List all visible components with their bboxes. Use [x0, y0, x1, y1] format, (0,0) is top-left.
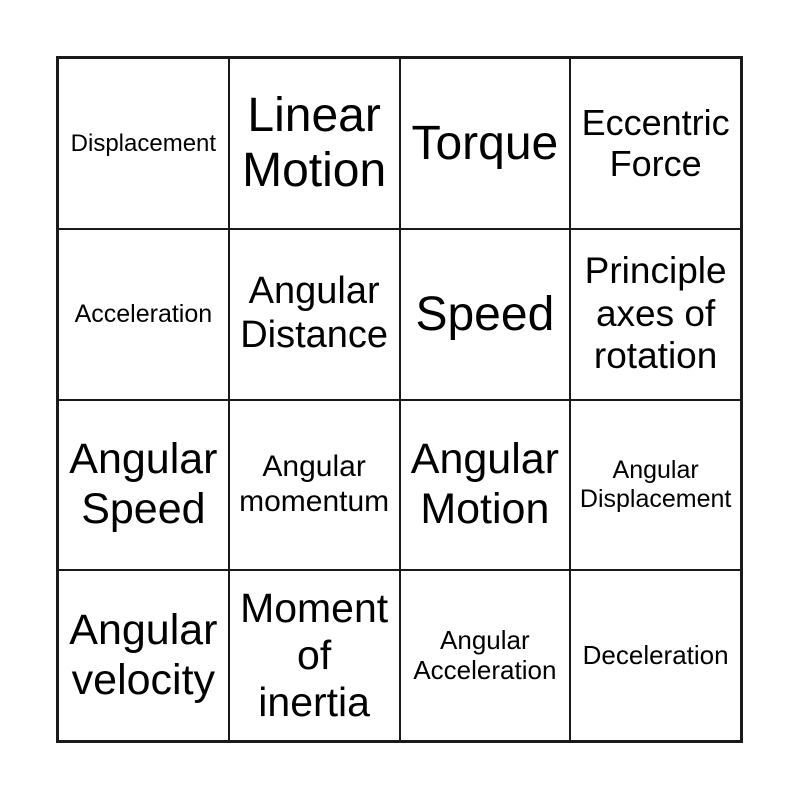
bingo-cell-linear-motion[interactable]: Linear Motion [228, 58, 400, 229]
bingo-cell-moment-of-inertia[interactable]: Moment of inertia [228, 570, 400, 741]
bingo-cell-speed[interactable]: Speed [399, 228, 571, 400]
bingo-cell-principle-axes[interactable]: Principle axes of rotation [570, 228, 741, 400]
bingo-cell-displacement[interactable]: Displacement [58, 58, 229, 229]
bingo-cell-angular-momentum[interactable]: Angular momentum [228, 399, 400, 571]
bingo-cell-angular-speed[interactable]: Angular Speed [58, 399, 229, 571]
bingo-cell-angular-displacement[interactable]: Angular Displacement [570, 399, 741, 571]
bingo-cell-angular-motion[interactable]: Angular Motion [399, 399, 571, 571]
bingo-cell-torque[interactable]: Torque [399, 58, 571, 229]
bingo-grid: Displacement Linear Motion Torque Eccent… [56, 56, 743, 743]
bingo-cell-acceleration[interactable]: Acceleration [58, 228, 229, 400]
bingo-cell-angular-distance[interactable]: Angular Distance [228, 228, 400, 400]
bingo-cell-angular-acceleration[interactable]: Angular Acceleration [399, 570, 571, 741]
bingo-cell-eccentric-force[interactable]: Eccentric Force [570, 58, 741, 229]
bingo-cell-deceleration[interactable]: Deceleration [570, 570, 741, 741]
bingo-cell-angular-velocity[interactable]: Angular velocity [58, 570, 229, 741]
